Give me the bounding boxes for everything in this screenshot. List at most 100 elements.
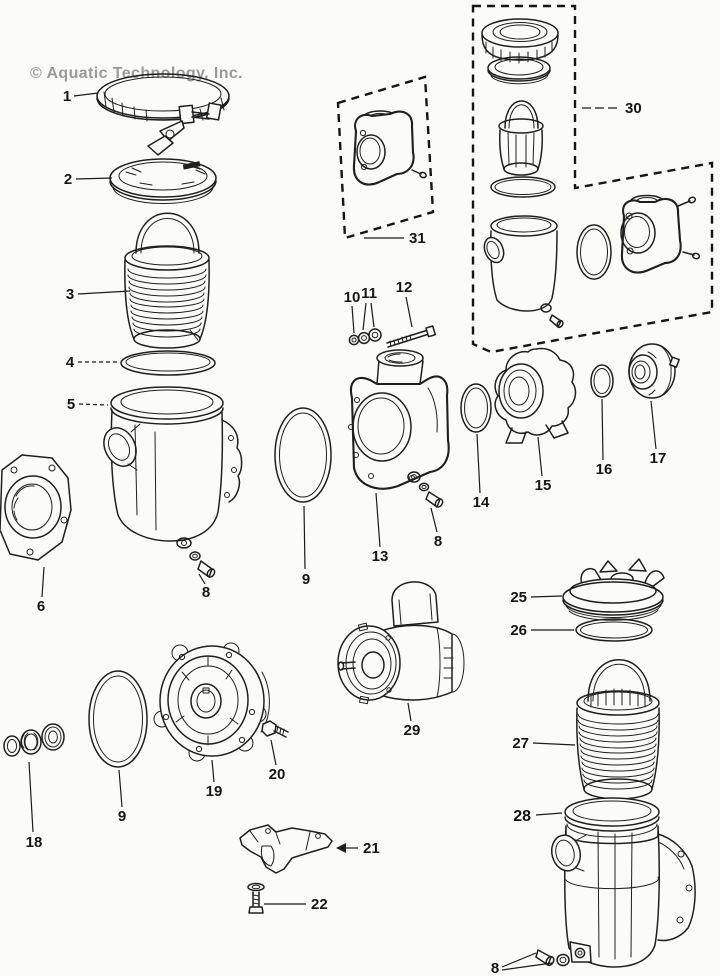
- callout-8a: 8: [198, 573, 210, 601]
- callout-16-label: 16: [596, 461, 613, 478]
- callout-9a-label: 9: [302, 571, 310, 588]
- callout-13: 13: [372, 492, 389, 565]
- part-12-bolt: [386, 325, 437, 348]
- part-28-pump-pot: [550, 797, 696, 968]
- callout-21: 21: [336, 840, 380, 857]
- callout-11-label: 11: [361, 285, 377, 302]
- callout-12-label: 12: [396, 279, 413, 296]
- callout-8a-label: 8: [202, 584, 210, 601]
- part-26-oring: [575, 618, 653, 642]
- callout-28: 28: [513, 808, 563, 825]
- part-5-pump-pot: [103, 386, 243, 549]
- part-oring-30b: [576, 224, 612, 280]
- callout-10: 10: [344, 289, 361, 334]
- callout-31: 31: [364, 230, 426, 247]
- callout-1-label: 1: [63, 88, 71, 105]
- callout-20-label: 20: [269, 766, 286, 783]
- part-10-washer: [348, 334, 360, 346]
- callout-19-label: 19: [206, 783, 223, 800]
- callout-16: 16: [596, 398, 613, 478]
- callout-8b-label: 8: [434, 533, 442, 550]
- part-oring-30a: [490, 176, 556, 198]
- part-20-bolt: [261, 720, 289, 738]
- part-11-washers: [357, 328, 382, 345]
- callout-4: 4: [66, 354, 118, 371]
- callout-3: 3: [66, 286, 131, 303]
- callout-13-label: 13: [372, 548, 389, 565]
- callout-9b: 9: [118, 769, 126, 825]
- callout-29: 29: [404, 702, 421, 739]
- part-15-diffuser: [494, 347, 577, 444]
- callout-15-label: 15: [535, 477, 552, 494]
- part-29-motor: [337, 581, 465, 705]
- part-volute-30: [620, 194, 701, 274]
- callout-15: 15: [535, 436, 552, 494]
- watermark-text: © Aquatic Technology, Inc.: [30, 65, 243, 82]
- part-8-drain-plug-c: [535, 949, 570, 967]
- part-25-lid-knob: [562, 558, 665, 621]
- callout-27: 27: [512, 735, 576, 752]
- part-21-mounting-bracket: [239, 824, 333, 874]
- part-19-seal-plate: [153, 642, 270, 762]
- callout-9b-label: 9: [118, 808, 126, 825]
- part-13-volute-housing: [348, 349, 450, 490]
- callout-27-label: 27: [512, 735, 529, 752]
- part-pot-30: [483, 215, 564, 329]
- part-18-shaft-seal: [3, 723, 65, 757]
- callout-25-label: 25: [510, 589, 527, 606]
- callout-12: 12: [396, 279, 413, 328]
- callout-17-label: 17: [650, 450, 667, 467]
- part-lid-30: [487, 56, 551, 85]
- callout-18-label: 18: [26, 834, 43, 851]
- part-volute-31: [352, 110, 427, 186]
- callout-10-label: 10: [344, 289, 361, 306]
- callout-22: 22: [264, 896, 328, 913]
- callout-30: 30: [582, 100, 642, 117]
- callout-28-label: 28: [513, 808, 531, 825]
- callout-8c: 8: [491, 952, 553, 976]
- callout-6-label: 6: [37, 598, 45, 615]
- part-8-drain-plug-b: [418, 482, 444, 508]
- callout-31-label: 31: [409, 230, 426, 247]
- part-6-flange-adapter: [0, 454, 72, 561]
- part-16-oring: [590, 364, 614, 398]
- callout-3-label: 3: [66, 286, 74, 303]
- callout-14-label: 14: [473, 494, 490, 511]
- part-1-clamp-band: [96, 73, 230, 156]
- part-9-oring-b: [88, 670, 148, 768]
- part-14-oring: [460, 383, 492, 433]
- callout-5-label: 5: [67, 396, 75, 413]
- callout-11: 11: [361, 285, 377, 331]
- part-8-drain-plug-a: [189, 551, 216, 578]
- callout-2-label: 2: [64, 171, 72, 188]
- callout-6: 6: [37, 566, 45, 615]
- callout-14: 14: [473, 433, 490, 511]
- callout-21-label: 21: [363, 840, 380, 857]
- callout-29-label: 29: [404, 722, 421, 739]
- callout-17: 17: [650, 400, 667, 467]
- callout-20: 20: [269, 739, 286, 783]
- part-9-oring-a: [274, 407, 332, 503]
- callout-18: 18: [26, 761, 43, 851]
- callout-5: 5: [67, 396, 109, 413]
- callout-25: 25: [510, 589, 563, 606]
- callout-8b: 8: [430, 507, 442, 550]
- callout-22-label: 22: [311, 896, 328, 913]
- callout-1: 1: [63, 88, 99, 105]
- part-27-strainer-basket: [576, 659, 660, 800]
- part-basket-30: [498, 100, 544, 176]
- part-17-impeller: [628, 343, 680, 399]
- callout-19: 19: [206, 759, 223, 800]
- part-lock-ring-30: [481, 18, 559, 64]
- callout-8c-label: 8: [491, 960, 499, 976]
- part-4-lid-gasket: [120, 350, 216, 376]
- group-31-outline: [336, 75, 435, 240]
- callout-2: 2: [64, 171, 113, 188]
- callout-9a: 9: [302, 505, 310, 588]
- callout-30-label: 30: [625, 100, 642, 117]
- part-2-lid: [109, 158, 217, 205]
- callout-4-label: 4: [66, 354, 75, 371]
- part-22-bolt: [247, 882, 265, 914]
